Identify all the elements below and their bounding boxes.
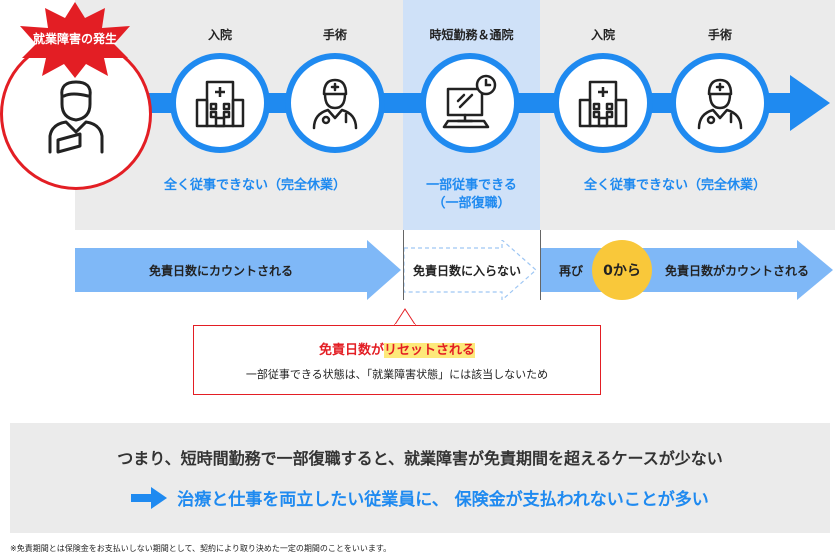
stage-label-hospital: 入院	[207, 28, 232, 42]
count-arrow-shape	[75, 240, 401, 300]
stage-circle-surgery	[285, 53, 385, 153]
doctor-icon	[312, 78, 358, 130]
stage-circle-hospital	[170, 53, 270, 153]
recount-suffix: 免責日数がカウントされる	[664, 263, 809, 278]
reset-callout: 免責日数がリセットされる 一部従事できる状態は、「就業障害状態」には該当しないた…	[193, 325, 601, 395]
stage-label-surgery-2: 手術	[707, 28, 732, 42]
no-count-label: 免責日数に入らない	[412, 263, 521, 278]
stage-label-short-work: 時短勤務＆通院	[429, 28, 514, 42]
onset-burst-badge	[20, 2, 130, 78]
stage-circle-hospital-2	[553, 53, 653, 153]
stage-label-surgery: 手術	[322, 28, 347, 42]
stage-label-hospital-2: 入院	[590, 28, 615, 42]
status-full-leave-2: 全く従事できない（完全休業）	[583, 178, 766, 193]
callout-pointer	[394, 308, 416, 326]
doctor-icon	[697, 78, 743, 130]
status-full-leave-1: 全く従事できない（完全休業）	[163, 178, 346, 193]
summary-line-2-row: 治療と仕事を両立したい従業員に、 保険金が支払われないことが多い	[10, 485, 830, 510]
stage-circle-short-work	[420, 53, 520, 153]
right-arrow-icon	[131, 486, 168, 509]
separator-right	[540, 230, 541, 300]
computer-clock-icon	[442, 74, 497, 129]
callout-subtitle: 一部従事できる状態は、「就業障害状態」には該当しないため	[245, 368, 549, 381]
onset-label: 就業障害の発生	[32, 32, 117, 46]
recount-prefix: 再び	[558, 263, 583, 278]
timeline-arrowhead	[790, 75, 830, 131]
callout-title-prefix: 免責日数が	[318, 343, 384, 358]
summary-line-1: つまり、短時間勤務で一部復職すると、就業障害が免責期間を超えるケースが少ない	[117, 449, 723, 468]
injured-person-icon	[48, 80, 104, 154]
footnote: ※免責期間とは保険金をお支払いしない期間として、契約により取り決めた一定の期間の…	[10, 544, 392, 553]
callout-title: 免責日数がリセットされる	[194, 339, 600, 358]
zero-badge: 0から	[592, 240, 652, 300]
status-partial-line2: （一部復職）	[432, 196, 511, 211]
count-arrow-label: 免責日数にカウントされる	[148, 263, 293, 278]
summary-box: つまり、短時間勤務で一部復職すると、就業障害が免責期間を超えるケースが少ない 治…	[10, 423, 830, 533]
callout-title-highlight: リセットされる	[384, 343, 476, 358]
stage-circle-surgery-2	[670, 53, 770, 153]
hospital-icon	[195, 80, 245, 128]
hospital-icon	[578, 80, 628, 128]
summary-line-2: 治療と仕事を両立したい従業員に、 保険金が支払われないことが多い	[177, 490, 709, 510]
no-count-arrow-shape	[404, 240, 537, 300]
status-partial-line1: 一部従事できる	[426, 178, 517, 193]
